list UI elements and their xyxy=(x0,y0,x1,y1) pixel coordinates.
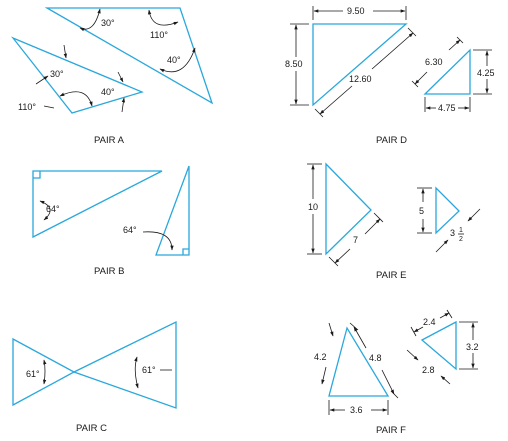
pair-a-upper-bottom-angle: 40° xyxy=(167,55,181,65)
pair-d-big-triangle xyxy=(312,23,408,107)
pair-b-right-angle: 64° xyxy=(123,225,137,235)
pair-e-small-hyp-denominator: 2 xyxy=(459,236,463,243)
pair-c: 61° 61° PAIR C xyxy=(12,320,177,434)
pair-d-small-bottom-length: 4.75 xyxy=(438,103,456,113)
pair-d-small-right-length: 4.25 xyxy=(477,68,495,78)
pair-b-caption: PAIR B xyxy=(94,266,124,277)
pair-d: 9.50 8.50 12.60 6.30 4.25 4.75 PAIR D xyxy=(285,6,495,146)
pair-a-caption: PAIR A xyxy=(94,135,125,146)
pair-b-left-angle: 64° xyxy=(46,204,60,214)
pair-d-big-hyp-length: 12.60 xyxy=(349,74,372,84)
pair-d-small-triangle xyxy=(423,48,471,95)
pair-e-small-triangle xyxy=(435,186,460,235)
pair-f-small-triangle xyxy=(420,320,457,371)
pair-f-small-right-length: 3.2 xyxy=(466,342,479,352)
pair-f-small-bottom-length: 2.8 xyxy=(422,365,435,375)
pair-b: 64° 64° PAIR B xyxy=(32,165,190,277)
pair-d-big-left-length: 8.50 xyxy=(285,59,303,69)
pair-a-upper-top-angle: 30° xyxy=(101,18,115,28)
pair-e-big-triangle xyxy=(325,162,372,256)
pair-c-right-triangle xyxy=(72,320,177,409)
pair-c-right-angle: 61° xyxy=(142,365,156,375)
pair-e: 10 7 5 3 1 2 PAIR E xyxy=(307,162,481,281)
pair-d-small-hyp-length: 6.30 xyxy=(425,57,443,67)
pair-f: 4.2 4.8 3.6 2.4 3.2 2.8 PAIR F xyxy=(314,309,479,436)
pair-a-upper-triangle xyxy=(44,7,214,105)
pair-d-caption: PAIR D xyxy=(376,135,407,146)
pair-e-small-left-length: 5 xyxy=(419,206,424,216)
pair-b-right-triangle xyxy=(155,165,190,256)
pair-a-lower-left-angle: 110° xyxy=(18,102,36,112)
pair-e-big-hyp-length: 7 xyxy=(353,235,358,245)
pair-a-lower-top-angle: 30° xyxy=(50,69,64,79)
pair-f-big-triangle xyxy=(328,326,390,397)
pair-e-caption: PAIR E xyxy=(376,270,406,281)
pair-f-big-right-length: 4.8 xyxy=(369,353,382,363)
pair-b-left-triangle xyxy=(32,170,163,239)
pair-c-caption: PAIR C xyxy=(76,423,107,434)
pair-e-small-hyp-whole: 3 xyxy=(450,228,455,238)
pair-e-big-left-length: 10 xyxy=(308,202,318,212)
pair-a: 30° 110° 40° 30° 110° 40° PAIR A xyxy=(10,7,214,146)
pair-c-left-triangle xyxy=(12,337,76,407)
pair-e-small-hyp-numerator: 1 xyxy=(459,227,463,234)
pair-f-big-bottom-length: 3.6 xyxy=(350,405,363,415)
pair-a-lower-right-angle: 40° xyxy=(101,87,115,97)
pair-f-small-top-length: 2.4 xyxy=(423,317,436,327)
pair-c-left-angle: 61° xyxy=(26,369,40,379)
pair-f-caption: PAIR F xyxy=(376,425,406,436)
pair-a-upper-right-angle: 110° xyxy=(150,30,168,40)
pair-f-big-left-length: 4.2 xyxy=(314,352,327,362)
pair-a-lower-triangle xyxy=(10,36,144,114)
pair-d-big-top-length: 9.50 xyxy=(347,6,365,16)
